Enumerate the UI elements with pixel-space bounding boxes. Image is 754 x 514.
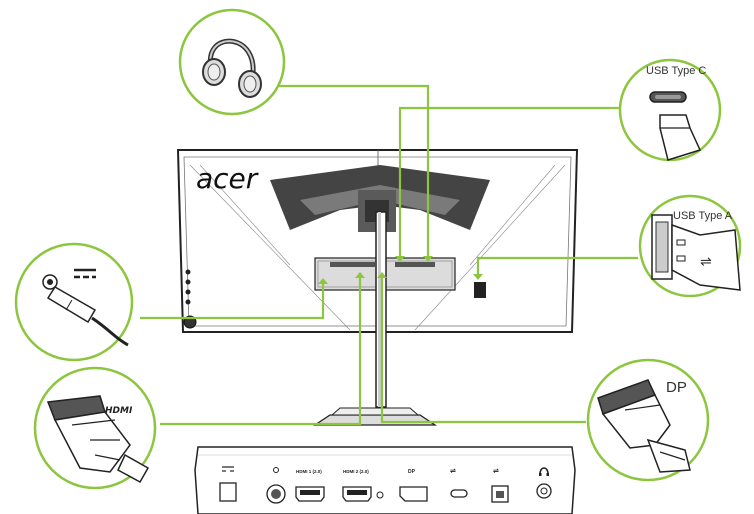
usb-a-line: [476, 256, 638, 274]
svg-text:⇌: ⇌: [493, 467, 499, 475]
svg-text:⇌: ⇌: [450, 467, 456, 475]
usb-type-a-connector-icon: ⇌: [651, 214, 741, 291]
hdmi-callout: HDMI: [33, 366, 157, 490]
hdmi-line: [160, 278, 362, 426]
usb-b-port: ⇌: [491, 467, 509, 503]
svg-text:⇌: ⇌: [700, 254, 712, 270]
dp-callout: DP: [586, 358, 710, 482]
usb-c-port: ⇌: [450, 467, 468, 498]
power-port: [266, 467, 286, 504]
headphones-icon: [202, 38, 262, 98]
headphone-line: [246, 84, 430, 256]
audio-port: [536, 467, 552, 499]
brand-logo: acer: [196, 162, 259, 195]
displayport-connector-icon: [597, 379, 691, 473]
dc-power-callout: [14, 242, 134, 362]
headphones-callout: [178, 8, 286, 116]
dc-port: [219, 466, 237, 502]
side-usb-port: [474, 282, 486, 298]
dc-line: [140, 284, 325, 320]
dp-line: [380, 278, 586, 424]
usb-c-callout: USB Type C: [618, 58, 722, 162]
hdmi-connector-icon: [46, 395, 150, 484]
hdmi2-port: [342, 486, 384, 502]
dp-port-label: DP: [408, 469, 416, 475]
hdmi1-port: [295, 486, 325, 502]
hdmi-label: HDMI: [105, 406, 133, 416]
connection-lines: [140, 84, 638, 426]
usb-c-line: [398, 106, 622, 256]
hdmi2-port-label: HDMI 2 (2.0): [343, 469, 369, 474]
usb-a-callout: ⇌ USB Type A: [638, 194, 742, 298]
arrow-heads: [318, 256, 483, 284]
dp-port: [399, 486, 428, 502]
usb-type-c-connector-icon: [649, 91, 702, 161]
dp-label: DP: [666, 379, 687, 396]
hdmi1-port-label: HDMI 1 (2.0): [296, 469, 322, 474]
dc-power-connector-icon: [42, 268, 129, 347]
usb-a-label: USB Type A: [673, 210, 733, 222]
bottom-port-panel: ⇌ ⇌ HDMI 1 (2.0) HDMI 2 (2.0) DP: [194, 446, 576, 514]
usb-c-label: USB Type C: [646, 65, 706, 77]
